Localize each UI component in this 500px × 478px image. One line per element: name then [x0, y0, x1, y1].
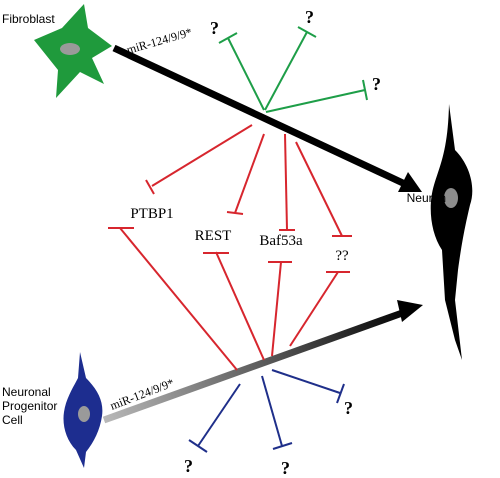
unknown-mark-green-2: ?: [305, 7, 314, 27]
target-ptbp1: PTBP1: [130, 206, 173, 222]
green-inhibit-2-bar: [297, 26, 317, 38]
blue-inhibition-lines: [188, 369, 345, 453]
progenitor-nucleus: [78, 406, 90, 422]
bottom-arrow-head: [397, 300, 423, 322]
red-top-to-baf53a: [284, 133, 288, 231]
red-bottom-to-rest: [215, 251, 265, 361]
progenitor-label: Neuronal Progenitor Cell: [2, 385, 61, 427]
unknown-mark-green-3: ?: [372, 74, 381, 94]
red-inhibition-lines-top: [145, 124, 352, 237]
bottom-arrow: [102, 300, 423, 424]
blue-inhibit-3-bar: [336, 383, 345, 404]
top-arrow-label: miR-124/9/9*: [125, 25, 194, 57]
progenitor-cell: [63, 352, 103, 468]
fibroblast-nucleus: [60, 43, 80, 55]
top-arrow: [112, 44, 422, 192]
target-baf53a: Baf53a: [259, 233, 303, 249]
target-rest: REST: [195, 228, 232, 244]
blue-inhibit-3: [271, 369, 341, 394]
blue-inhibit-2-bar: [272, 442, 293, 450]
red-top-to-unknown: [295, 141, 343, 237]
unknown-mark-blue-1: ?: [184, 456, 193, 476]
neuron-nucleus: [444, 188, 458, 208]
top-arrow-shaft: [112, 44, 407, 188]
red-top-rest-bar: [226, 211, 244, 215]
red-top-ptbp1-bar: [145, 179, 155, 195]
red-inhibition-lines-bottom: [108, 227, 350, 371]
unknown-mark-blue-2: ?: [281, 458, 290, 478]
red-bottom-to-ptbp1: [119, 227, 238, 371]
neuron-cell: [430, 104, 473, 360]
green-inhibit-2: [264, 31, 308, 111]
target-unknown: ??: [335, 248, 349, 264]
neuron-label: Neuron: [407, 191, 446, 205]
fibroblast-cell: [34, 4, 112, 98]
green-inhibit-3: [265, 89, 366, 113]
unknown-mark-blue-3: ?: [344, 398, 353, 418]
neuron-body: [430, 104, 473, 360]
green-inhibit-3-bar: [362, 79, 368, 101]
blue-inhibit-1: [197, 383, 241, 447]
bottom-arrow-shaft: [102, 308, 407, 424]
red-bottom-to-unknown: [289, 271, 339, 347]
unknown-mark-green-1: ?: [210, 18, 219, 38]
green-inhibit-1: [227, 37, 265, 111]
green-inhibition-lines: [218, 26, 368, 113]
fibroblast-label: Fibroblast: [2, 12, 55, 26]
top-arrow-head: [398, 172, 422, 192]
blue-inhibit-1-bar: [188, 439, 208, 453]
blue-inhibit-2: [261, 375, 283, 447]
red-top-to-ptbp1: [151, 124, 253, 187]
red-bottom-to-baf53a: [271, 261, 282, 357]
green-inhibit-1-bar: [218, 32, 238, 44]
red-top-to-rest: [234, 133, 265, 214]
